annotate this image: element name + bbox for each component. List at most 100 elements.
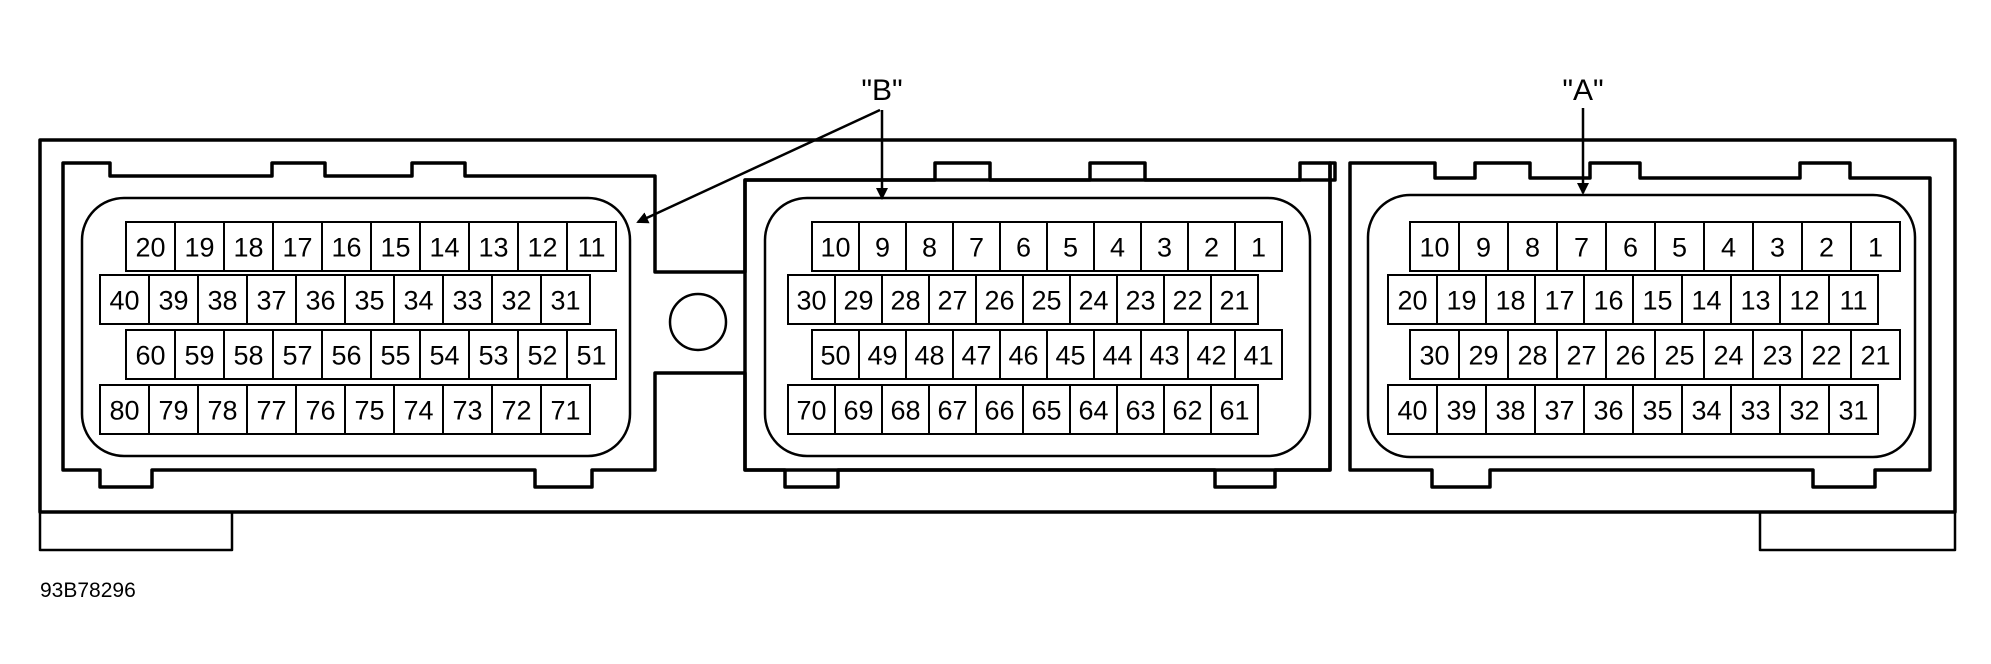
pin-number: 16 [331,233,361,263]
pin-cell [148,274,199,325]
pin-cell [858,329,907,380]
connector-pin: 19 [1436,274,1487,325]
connector-pin: 58 [223,329,274,380]
pin-number: 6 [1623,233,1638,263]
pin-number: 52 [527,341,557,371]
connector-pin: 50 [811,329,860,380]
left-mounting-tab [38,512,234,552]
connector-pin: 15 [370,221,421,272]
pin-cell [491,274,542,325]
connector-pin: 79 [148,384,199,435]
connector-pin: 19 [174,221,225,272]
callout-b-arrow-left [636,108,881,224]
pin-cell [540,384,591,435]
pin-number: 1 [1251,233,1266,263]
pin-number: 58 [233,341,263,371]
pin-number: 12 [1789,286,1819,316]
pin-number: 36 [1593,396,1623,426]
pin-cell [1730,274,1781,325]
pin-cell [1458,329,1509,380]
pin-number: 38 [207,286,237,316]
pin-number: 14 [429,233,459,263]
pin-number: 44 [1102,341,1132,371]
pin-cell [1828,274,1879,325]
pin-number: 7 [1574,233,1589,263]
pin-cell [1022,384,1071,435]
pin-number: 78 [207,396,237,426]
connector-pin: 23 [1752,329,1803,380]
pin-number: 7 [969,233,984,263]
pin-cell [174,221,225,272]
connector-pin: 10 [1409,221,1460,272]
pin-number: 32 [501,286,531,316]
pin-number: 30 [796,286,826,316]
pin-number: 4 [1110,233,1125,263]
pin-number: 75 [354,396,384,426]
connector-pin: 36 [1583,384,1634,435]
pin-number: 67 [937,396,967,426]
connector-pin: 39 [148,274,199,325]
pin-cell [1556,329,1607,380]
pin-cell [1507,329,1558,380]
pin-number: 23 [1125,286,1155,316]
connector-pin: 12 [1779,274,1830,325]
pin-cell [393,274,444,325]
connector-pin: 5 [1654,221,1705,272]
pin-number: 45 [1055,341,1085,371]
connector-pin: 38 [1485,384,1536,435]
connector-pin: 8 [905,221,954,272]
pin-number: 6 [1016,233,1031,263]
pin-cell [1681,274,1732,325]
connector-pin: 9 [1458,221,1509,272]
pin-cell [442,274,493,325]
connector-pin: 40 [1387,384,1438,435]
pin-number: 11 [1839,286,1867,316]
connector-pin: 17 [1534,274,1585,325]
connector-pin: 78 [197,384,248,435]
connector-shell-b-left [61,161,1337,489]
connector-pin: 24 [1069,274,1118,325]
pin-cell [1163,384,1212,435]
pin-number: 60 [135,341,165,371]
pin-number: 11 [577,233,605,263]
connector-pin: 61 [1210,384,1259,435]
pin-cell [393,384,444,435]
pin-cell [1187,329,1236,380]
pin-number: 13 [478,233,508,263]
pin-cell [1485,384,1536,435]
pin-number: 53 [478,341,508,371]
pin-number: 17 [282,233,312,263]
connector-pin: 6 [1605,221,1656,272]
connector-pin: 12 [517,221,568,272]
pin-number: 16 [1593,286,1623,316]
pin-number: 24 [1078,286,1108,316]
pin-number: 3 [1157,233,1172,263]
connector-pin: 11 [566,221,617,272]
connector-pin: 29 [1458,329,1509,380]
pin-number: 37 [256,286,286,316]
pin-number: 9 [875,233,890,263]
connector-pin: 52 [517,329,568,380]
connector-pin: 41 [1234,329,1283,380]
pin-cell [1234,221,1283,272]
pin-cell [975,274,1024,325]
pin-number: 20 [135,233,165,263]
connector-pin: 64 [1069,384,1118,435]
pin-number: 8 [1525,233,1540,263]
pin-cell [1654,221,1705,272]
connector-pin: 24 [1703,329,1754,380]
pin-number: 47 [961,341,991,371]
pin-cell [566,329,617,380]
connector-pin: 67 [928,384,977,435]
pin-number: 42 [1196,341,1226,371]
pin-number: 24 [1713,341,1743,371]
connector-pin: 26 [975,274,1024,325]
pin-cell [905,221,954,272]
pin-cell [1387,274,1438,325]
pin-number: 2 [1819,233,1834,263]
connector-pin: 2 [1801,221,1852,272]
connector-pin: 33 [442,274,493,325]
pin-number: 1 [1868,233,1883,263]
